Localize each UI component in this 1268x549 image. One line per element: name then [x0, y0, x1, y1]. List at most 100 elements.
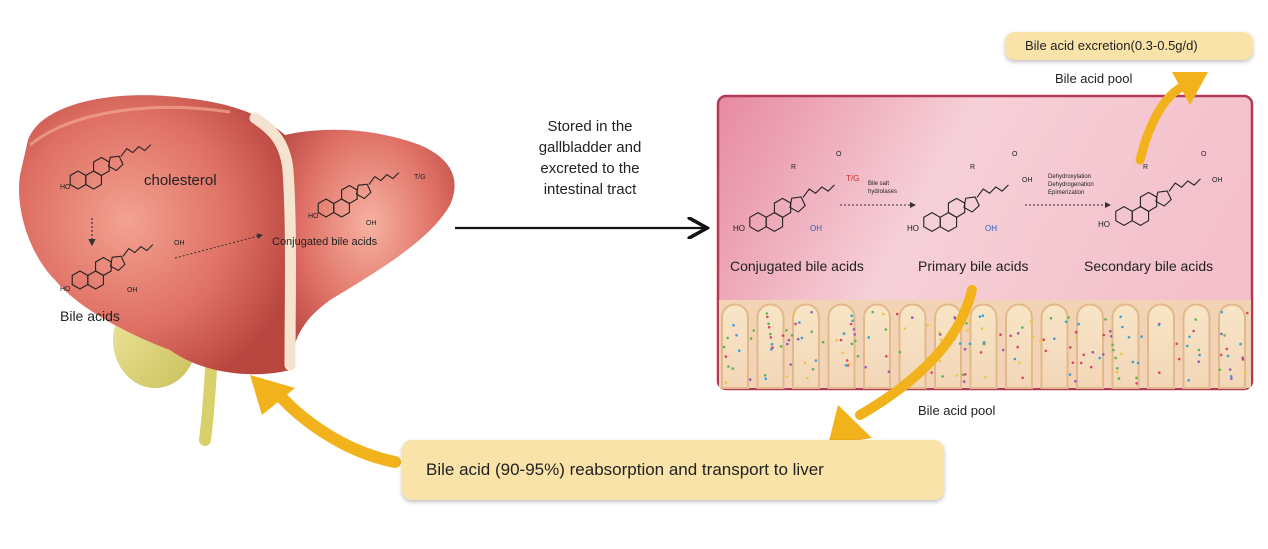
cell-dot: [727, 365, 730, 368]
cell-dot: [1244, 371, 1247, 375]
cell-dot: [885, 355, 888, 358]
cell-dot: [1116, 367, 1119, 370]
arrow-to-liver: [250, 375, 401, 468]
cell-dot: [810, 330, 813, 334]
cell-dot: [955, 374, 958, 377]
cholesterol-ho: HO: [60, 184, 71, 191]
cell-dot: [1064, 320, 1068, 324]
cell-dot: [1228, 368, 1232, 371]
m3-ho: HO: [1098, 220, 1110, 229]
side-chain: [368, 172, 400, 185]
cell-dot: [764, 377, 767, 381]
cell-dot: [1016, 332, 1020, 335]
cell-dot: [779, 345, 783, 348]
cell-dot: [964, 373, 967, 376]
cell-dot: [1226, 354, 1230, 358]
cell-dot: [1230, 375, 1233, 378]
cell-dot: [856, 355, 860, 358]
villus: [969, 303, 998, 389]
ring: [963, 196, 980, 213]
cell-dot: [1071, 361, 1075, 365]
cell-dot: [849, 322, 853, 326]
cell-dot: [845, 359, 849, 362]
cell-dot: [722, 345, 726, 349]
cell-dot: [841, 351, 845, 355]
cell-dot: [852, 328, 856, 331]
cell-dot: [1104, 318, 1107, 321]
cell-dot: [978, 315, 982, 318]
cell-dot: [821, 340, 825, 344]
cell-dot: [1223, 334, 1226, 337]
cell-dot: [1109, 329, 1112, 333]
cell-dot: [1230, 377, 1233, 381]
enzyme-2-line-2: Dehydrogenation: [1048, 182, 1094, 188]
cell-dot: [898, 350, 902, 354]
bile-oh-1: OH: [127, 287, 138, 294]
cell-dot: [1114, 356, 1117, 360]
cell-dot: [798, 321, 801, 324]
cell-dot: [961, 373, 965, 377]
ring: [355, 183, 372, 200]
cell-dot: [842, 332, 846, 336]
cell-dot: [854, 339, 857, 343]
cell-dot: [752, 329, 755, 332]
cell-dot: [781, 334, 785, 337]
cell-dot: [724, 381, 728, 384]
cell-dot: [1127, 336, 1131, 339]
cell-dot: [735, 334, 738, 337]
cell-dot: [851, 319, 854, 323]
cell-dot: [1220, 332, 1223, 336]
steroid-molecule: [71, 244, 154, 290]
cell-dot: [1067, 316, 1070, 319]
cell-dot: [811, 368, 815, 371]
bile-oh-2: OH: [174, 240, 185, 247]
m1-r: R: [791, 164, 797, 171]
cell-dot: [848, 362, 852, 366]
enzyme-2: Dehydroxylation Dehydrogenation Epimeriz…: [1048, 173, 1094, 197]
excretion-box: Bile acid excretion(0.3-0.5g/d): [1005, 32, 1253, 60]
cell-dot: [771, 346, 774, 349]
cell-dot: [785, 375, 789, 379]
cell-dot: [1009, 334, 1012, 338]
enzyme-1-line-1: Bile salt: [868, 181, 890, 187]
cell-dot: [1109, 335, 1113, 338]
villus: [863, 303, 891, 389]
cell-dot: [903, 327, 907, 331]
cell-dot: [794, 322, 797, 326]
cell-dot: [765, 312, 769, 315]
liver-dashed-arrow-right: [174, 233, 263, 259]
cell-dot: [938, 359, 942, 363]
cell-dot: [1121, 325, 1124, 329]
cell-dot: [786, 342, 789, 346]
cell-dot: [767, 322, 770, 326]
cell-dot: [853, 333, 857, 336]
m2-o: O: [1012, 151, 1018, 158]
cell-dot: [1120, 352, 1123, 356]
arrow-excretion: [1135, 72, 1208, 165]
villus: [1005, 303, 1033, 389]
cell-dot: [1021, 326, 1024, 329]
cell-dot: [850, 314, 853, 318]
cell-dot: [810, 310, 813, 314]
cell-dot: [766, 315, 769, 319]
enzyme-1: Bile salt hydrolases: [868, 180, 897, 196]
transport-line-4: intestinal tract: [543, 181, 637, 198]
m2-oh: OH: [985, 224, 997, 233]
cell-dot: [938, 331, 941, 334]
liver-bile-acids-label: Bile acids: [60, 308, 120, 324]
cell-dot: [726, 336, 729, 340]
cell-dot: [1032, 335, 1035, 339]
cell-dot: [958, 342, 962, 345]
villus: [1182, 303, 1211, 389]
m2-r: R: [970, 164, 976, 171]
villus: [792, 303, 820, 389]
cell-dot: [1239, 342, 1242, 346]
cell-dot: [1018, 361, 1021, 365]
cell-dot: [748, 378, 752, 381]
cell-dot: [1140, 335, 1143, 338]
m1-tg: T/G: [846, 174, 860, 183]
pool-bottom-label: Bile acid pool: [918, 403, 996, 418]
enzyme-2-line-3: Epimerization: [1048, 190, 1085, 196]
cell-dot: [1192, 329, 1195, 333]
cell-dot: [1131, 360, 1135, 364]
